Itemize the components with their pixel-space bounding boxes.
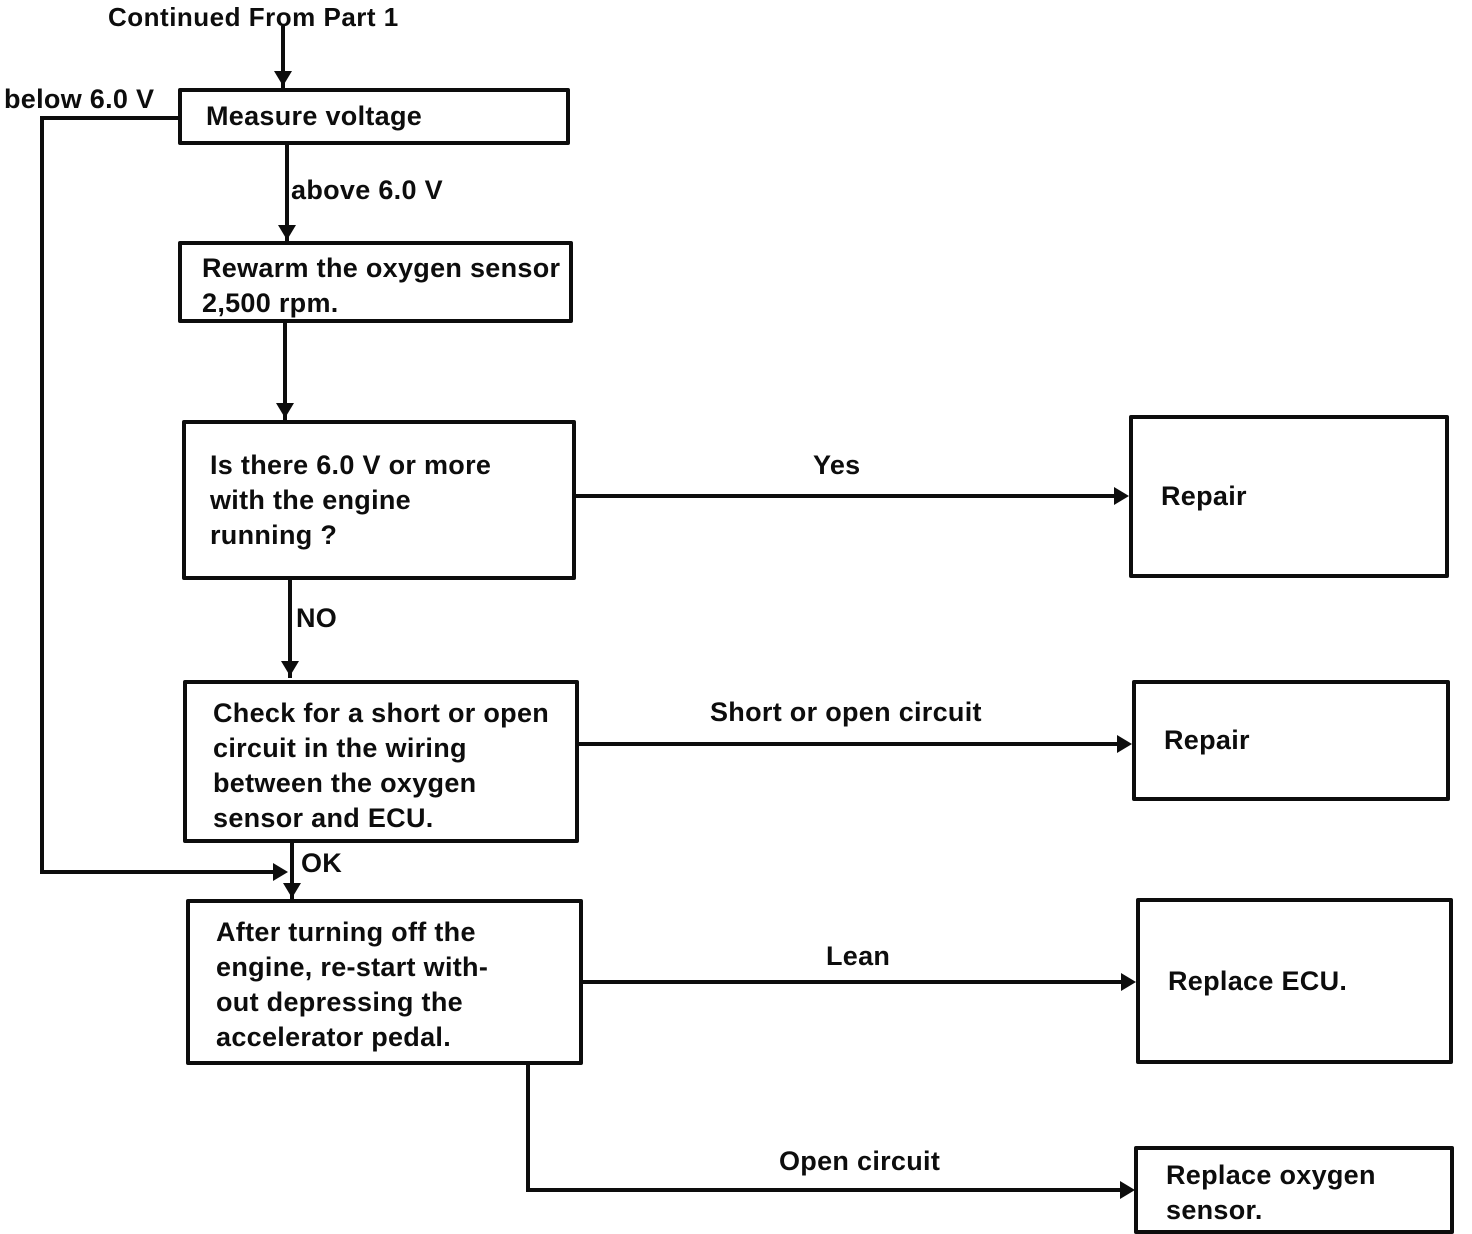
arrowhead-open-circuit	[1120, 1181, 1135, 1199]
node-repair-2: Repair	[1132, 680, 1450, 801]
node-short-open-check: Check for a short or open circuit in the…	[183, 680, 579, 843]
connector-open-circuit-vertical	[526, 1064, 530, 1190]
arrowhead-below-into-ok-line	[273, 863, 288, 881]
edge-label-open-circuit: Open circuit	[779, 1146, 941, 1176]
node-replace-ecu: Replace ECU.	[1136, 898, 1453, 1064]
connector-below-rail	[40, 116, 44, 874]
node-repair-1-label: Repair	[1161, 481, 1247, 511]
arrowhead-short-or-open	[1117, 735, 1132, 753]
arrowhead-yes	[1114, 487, 1129, 505]
connector-above	[285, 145, 289, 242]
arrowhead-into-check	[276, 403, 294, 418]
edge-label-below-6v: below 6.0 V	[4, 84, 155, 114]
connector-no	[288, 580, 292, 678]
connector-lean	[583, 980, 1121, 984]
edge-label-lean: Lean	[826, 941, 891, 971]
node-replace-oxygen-sensor-label: Replace oxygen sensor.	[1166, 1160, 1376, 1225]
node-measure-voltage: Measure voltage	[178, 88, 570, 145]
arrowhead-into-measure	[274, 71, 292, 86]
node-repair-2-label: Repair	[1164, 725, 1250, 755]
connector-title-to-measure	[281, 26, 285, 88]
node-repair-1: Repair	[1129, 415, 1449, 578]
node-replace-oxygen-sensor: Replace oxygen sensor.	[1134, 1146, 1454, 1234]
node-measure-voltage-label: Measure voltage	[206, 101, 423, 131]
node-rewarm-sensor-label: Rewarm the oxygen sensor 2,500 rpm.	[202, 253, 561, 318]
edge-label-no: NO	[296, 603, 338, 633]
connector-below-bottom	[40, 870, 274, 874]
node-engine-running-check-label: Is there 6.0 V or more with the engine r…	[210, 450, 492, 550]
node-engine-running-check: Is there 6.0 V or more with the engine r…	[182, 420, 576, 580]
connector-ok	[290, 843, 294, 900]
connector-yes	[576, 494, 1116, 498]
edge-label-short-or-open: Short or open circuit	[710, 697, 982, 727]
arrowhead-no	[281, 661, 299, 676]
arrowhead-into-rewarm	[278, 225, 296, 240]
node-restart-engine-label: After turning off the engine, re-start w…	[216, 917, 489, 1052]
connector-below-top	[40, 116, 178, 120]
arrowhead-lean	[1121, 973, 1136, 991]
node-rewarm-sensor: Rewarm the oxygen sensor 2,500 rpm.	[178, 241, 573, 323]
node-restart-engine: After turning off the engine, re-start w…	[186, 899, 583, 1065]
edge-label-above-6v: above 6.0 V	[291, 175, 443, 205]
arrowhead-ok	[283, 883, 301, 898]
node-short-open-check-label: Check for a short or open circuit in the…	[213, 698, 550, 833]
edge-label-ok: OK	[301, 848, 343, 878]
edge-label-yes: Yes	[813, 450, 861, 480]
connector-short-or-open	[578, 742, 1117, 746]
connector-rewarm-to-check	[283, 323, 287, 420]
node-replace-ecu-label: Replace ECU.	[1168, 965, 1348, 996]
continued-from-label: Continued From Part 1	[108, 2, 399, 32]
connector-open-circuit-horizontal	[526, 1188, 1120, 1192]
